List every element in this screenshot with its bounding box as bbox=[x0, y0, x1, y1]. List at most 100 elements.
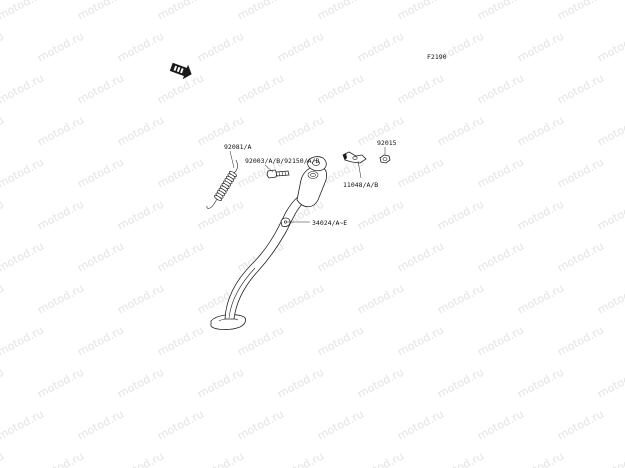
watermark-text: motod.ru bbox=[395, 0, 446, 23]
spring-coil bbox=[213, 195, 223, 201]
watermark-text: motod.ru bbox=[515, 281, 566, 316]
watermark-text: motod.ru bbox=[515, 197, 566, 232]
watermark-text: motod.ru bbox=[595, 365, 625, 400]
watermark-text: motod.ru bbox=[515, 29, 566, 64]
watermark-text: motod.ru bbox=[555, 155, 606, 190]
watermark-text: motod.ru bbox=[195, 449, 246, 468]
watermark-text: motod.ru bbox=[35, 113, 86, 148]
watermark-text: motod.ru bbox=[595, 449, 625, 468]
watermark-text: motod.ru bbox=[155, 155, 206, 190]
watermark-text: motod.ru bbox=[315, 0, 366, 23]
watermark-text: motod.ru bbox=[195, 197, 246, 232]
watermark-text: motod.ru bbox=[75, 239, 126, 274]
watermark-text: motod.ru bbox=[155, 407, 206, 442]
watermark-text: motod.ru bbox=[315, 239, 366, 274]
watermark-text: motod.ru bbox=[35, 197, 86, 232]
watermark-text: motod.ru bbox=[595, 29, 625, 64]
bolt-icon bbox=[266, 169, 290, 179]
watermark-text: motod.ru bbox=[435, 365, 486, 400]
watermark-text: motod.ru bbox=[515, 449, 566, 468]
watermark-text: motod.ru bbox=[555, 407, 606, 442]
watermark-text: motod.ru bbox=[435, 281, 486, 316]
watermark-text: motod.ru bbox=[395, 239, 446, 274]
watermark-text: motod.ru bbox=[35, 281, 86, 316]
watermark-text: motod.ru bbox=[315, 71, 366, 106]
watermark-text: motod.ru bbox=[435, 449, 486, 468]
watermark-text: motod.ru bbox=[595, 281, 625, 316]
watermark-text: motod.ru bbox=[355, 365, 406, 400]
watermark-text: motod.ru bbox=[75, 155, 126, 190]
watermark-text: motod.ru bbox=[75, 323, 126, 358]
watermark-text: motod.ru bbox=[435, 197, 486, 232]
watermark-text: motod.ru bbox=[0, 155, 46, 190]
leader-lines bbox=[229, 147, 386, 223]
watermark-text: motod.ru bbox=[235, 0, 286, 23]
watermark-text: motod.ru bbox=[195, 29, 246, 64]
watermark-text: motod.ru bbox=[155, 0, 206, 23]
watermark-text: motod.ru bbox=[395, 407, 446, 442]
watermark-text: motod.ru bbox=[395, 155, 446, 190]
side-stand-icon bbox=[210, 156, 327, 330]
watermark-text: motod.ru bbox=[0, 365, 6, 400]
watermark-text: motod.ru bbox=[475, 71, 526, 106]
watermark-text: motod.ru bbox=[315, 407, 366, 442]
watermark-text: motod.ru bbox=[0, 449, 6, 468]
nut-icon bbox=[379, 154, 391, 164]
watermark-text: motod.ru bbox=[155, 239, 206, 274]
callout-nut: 92015 bbox=[377, 139, 397, 147]
watermark-text: motod.ru bbox=[475, 407, 526, 442]
watermark-text: motod.ru bbox=[275, 281, 326, 316]
watermark-text: motod.ru bbox=[475, 323, 526, 358]
watermark-text: motod.ru bbox=[275, 29, 326, 64]
watermark-text: motod.ru bbox=[515, 113, 566, 148]
watermark-text: motod.ru bbox=[595, 197, 625, 232]
watermark-text: motod.ru bbox=[0, 197, 6, 232]
watermark-text: motod.ru bbox=[355, 281, 406, 316]
watermark-text: motod.ru bbox=[555, 323, 606, 358]
watermark-text: motod.ru bbox=[75, 0, 126, 23]
watermark-text: motod.ru bbox=[355, 29, 406, 64]
leader-bracket bbox=[357, 160, 362, 179]
watermark-text: motod.ru bbox=[555, 71, 606, 106]
watermark-text: motod.ru bbox=[0, 407, 46, 442]
watermark-text: motod.ru bbox=[475, 155, 526, 190]
watermark-text: motod.ru bbox=[0, 323, 46, 358]
spring-icon bbox=[206, 159, 238, 209]
watermark-text: motod.ru bbox=[275, 113, 326, 148]
watermark-text: motod.ru bbox=[115, 113, 166, 148]
watermark-text: motod.ru bbox=[515, 365, 566, 400]
watermark-text: motod.ru bbox=[235, 407, 286, 442]
watermark-text: motod.ru bbox=[75, 407, 126, 442]
watermark-text: motod.ru bbox=[235, 71, 286, 106]
watermark-text: motod.ru bbox=[355, 197, 406, 232]
watermark-text: motod.ru bbox=[355, 449, 406, 468]
watermark-text: motod.ru bbox=[235, 323, 286, 358]
watermark-text: motod.ru bbox=[35, 29, 86, 64]
watermark-text: motod.ru bbox=[0, 71, 46, 106]
leader-spring bbox=[229, 150, 235, 169]
watermark-text: motod.ru bbox=[115, 29, 166, 64]
watermark-text: motod.ru bbox=[0, 281, 6, 316]
bracket-icon bbox=[342, 151, 367, 164]
watermark-text: motod.ru bbox=[35, 449, 86, 468]
watermark-text: motod.ru bbox=[0, 0, 46, 23]
callout-bracket: 11048/A/B bbox=[343, 181, 378, 189]
watermark-text: motod.ru bbox=[0, 29, 6, 64]
watermark-text: motod.ru bbox=[195, 365, 246, 400]
watermark-text: motod.ru bbox=[0, 113, 6, 148]
watermark-text: motod.ru bbox=[155, 71, 206, 106]
watermark-text: motod.ru bbox=[275, 449, 326, 468]
watermark-text: motod.ru bbox=[395, 71, 446, 106]
watermark-text: motod.ru bbox=[595, 113, 625, 148]
watermark-text: motod.ru bbox=[115, 449, 166, 468]
watermark-text: motod.ru bbox=[75, 71, 126, 106]
spring-coils bbox=[213, 171, 238, 201]
callout-spring: 92081/A bbox=[224, 143, 251, 151]
watermark-text: motod.ru bbox=[555, 0, 606, 23]
watermark-text: motod.ru bbox=[115, 365, 166, 400]
watermark-text: motod.ru bbox=[475, 239, 526, 274]
watermark-text: motod.ru bbox=[115, 197, 166, 232]
watermark-text: motod.ru bbox=[0, 239, 46, 274]
